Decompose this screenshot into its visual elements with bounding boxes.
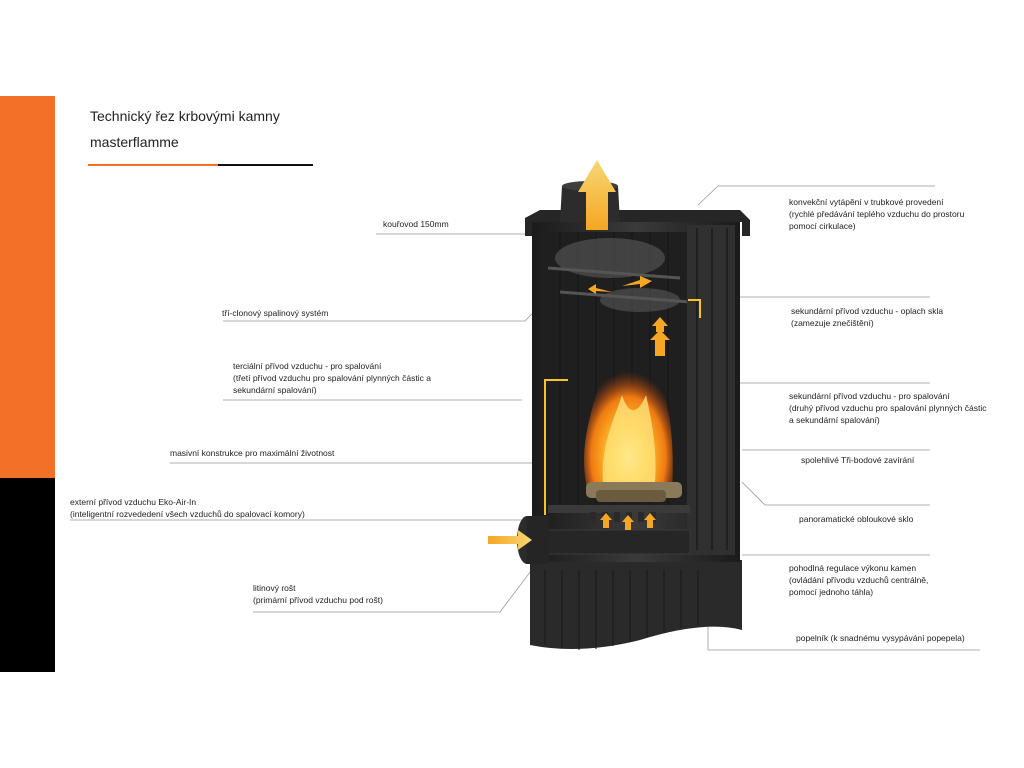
orange-side-bar — [0, 96, 55, 478]
black-side-bar — [0, 478, 55, 672]
label-clonovy-system: tří-clonový spalinový systém — [222, 308, 329, 318]
label-regulace-vykonu: pohodlná regulace výkonu kamen(ovládání … — [789, 563, 929, 597]
flue-gas-arrow — [578, 160, 616, 230]
label-sekundarni-oplach: sekundární přívod vzduchu - oplach skla(… — [791, 306, 944, 328]
label-sekundarni-spalovani: sekundární přívod vzduchu - pro spalován… — [789, 391, 987, 425]
page-title: Technický řez krbovými kamny — [90, 108, 280, 124]
label-externi-privod: externí přívod vzduchu Eko-Air-In(inteli… — [70, 497, 305, 519]
label-tercialni-privod: terciální přívod vzduchu - pro spalování… — [233, 361, 431, 395]
title-rule-orange — [88, 164, 218, 166]
label-obloukove-sklo: panoramatické obloukové sklo — [799, 514, 914, 524]
external-air-arrow — [488, 530, 532, 550]
label-popelnik: popelník (k snadnému vysypávání popepela… — [796, 633, 965, 643]
title-rule-black — [218, 164, 313, 166]
label-litinovy-rost: litinový rošt(primární přívod vzduchu po… — [253, 583, 383, 605]
page-subtitle: masterflamme — [90, 134, 179, 150]
stove-body — [517, 181, 750, 650]
label-tribodove-zavirani: spolehlivé Tři-bodové zavírání — [801, 455, 915, 465]
air-flow-arrows — [488, 160, 670, 550]
label-konvekcni-vytapeni: konvekční vytápění v trubkové provedení(… — [789, 197, 965, 231]
label-kourovod: kouřovod 150mm — [383, 219, 449, 229]
label-masivni-konstrukce: masivní konstrukce pro maximální životno… — [170, 448, 335, 458]
